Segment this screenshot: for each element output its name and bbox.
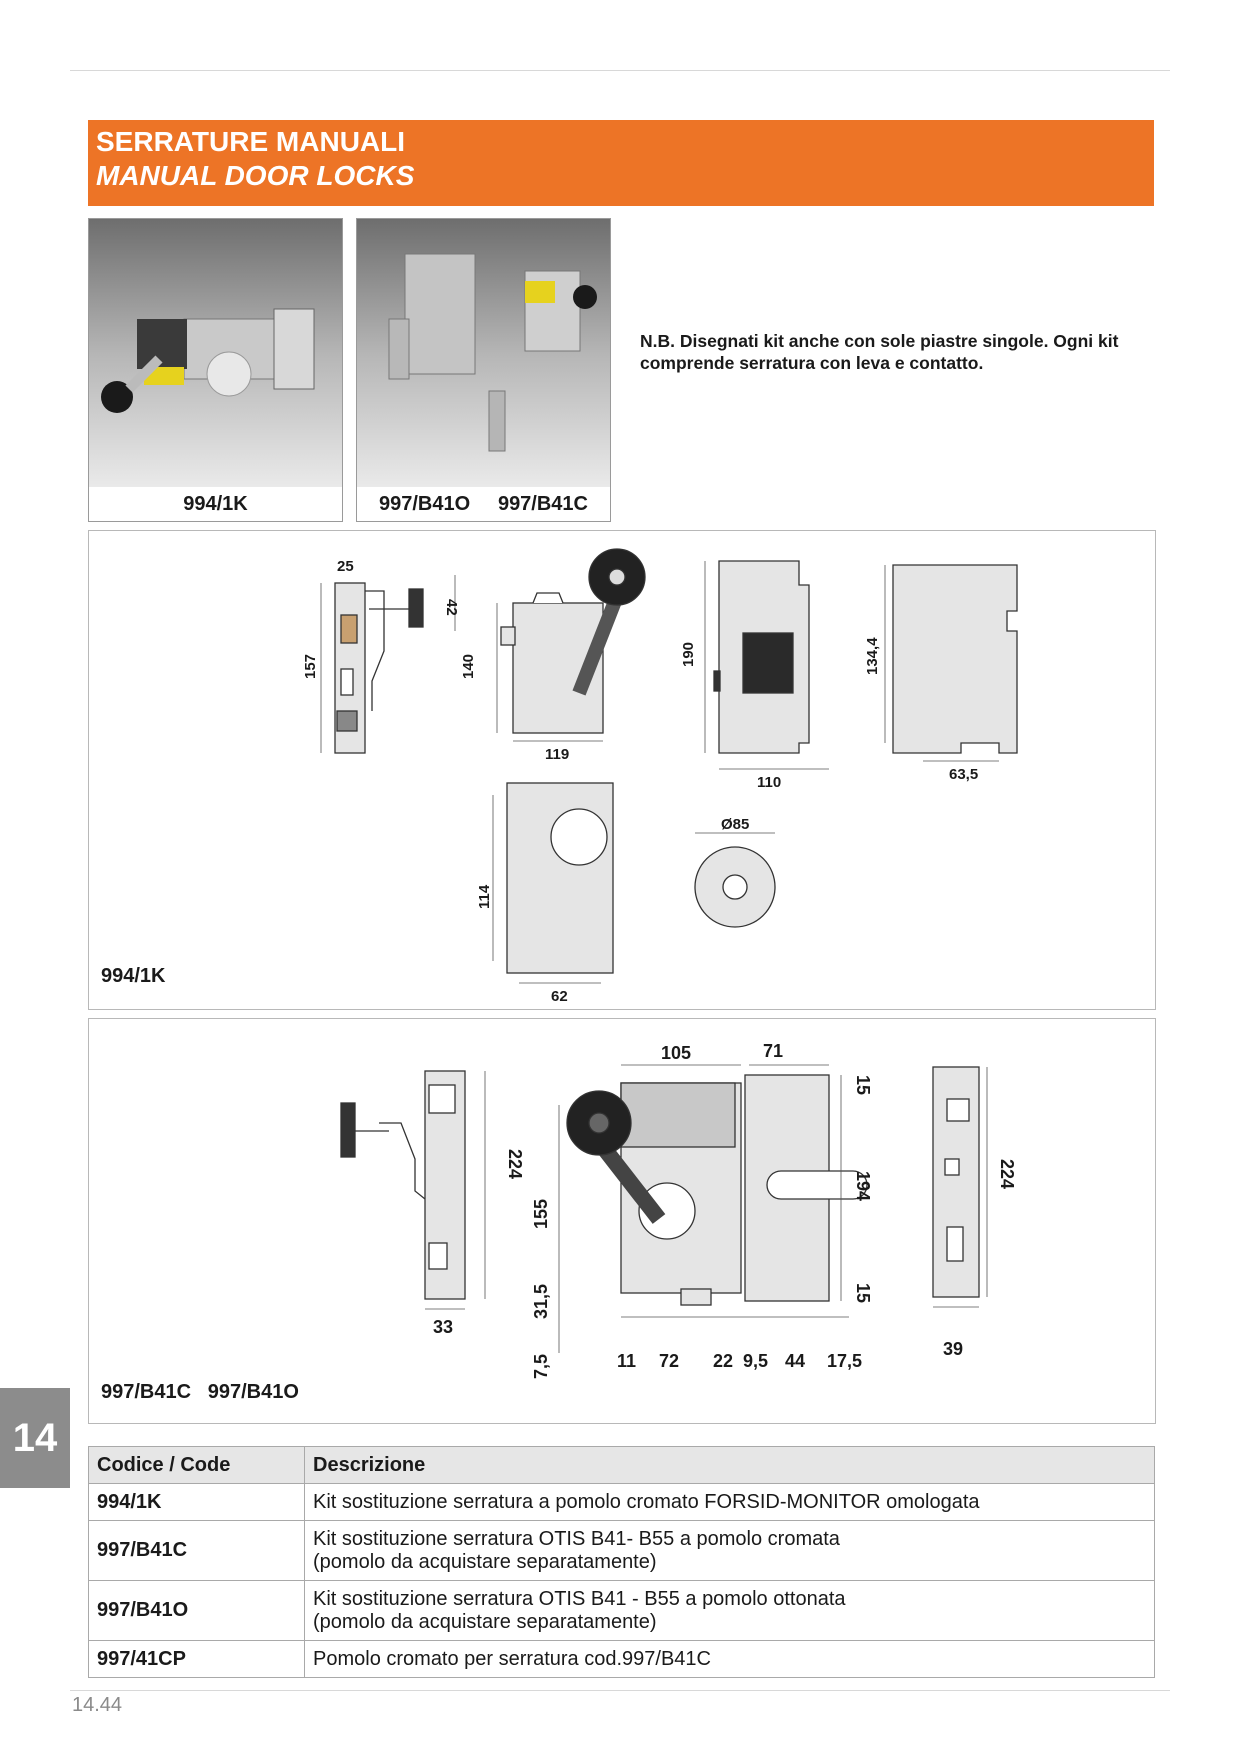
table-cell-code: 997/B41C: [88, 1520, 305, 1581]
dim-label: 71: [763, 1041, 783, 1061]
description-line: (pomolo da acquistare separatamente): [313, 1550, 657, 1573]
title-english: MANUAL DOOR LOCKS: [96, 160, 415, 191]
title-italian: SERRATURE MANUALI: [96, 126, 406, 157]
column-header-code: Codice / Code: [88, 1446, 305, 1484]
dim-label: Ø85: [721, 816, 749, 833]
table-row: 997/41CP Pomolo cromato per serratura co…: [88, 1640, 1155, 1678]
description-line: Pomolo cromato per serratura cod.997/B41…: [313, 1647, 711, 1670]
table-cell-code: 994/1K: [88, 1483, 305, 1521]
dim-label: 15: [853, 1283, 873, 1303]
dim-label: 110: [757, 774, 781, 791]
dim-label: 11: [617, 1351, 636, 1371]
table-cell-code: 997/41CP: [88, 1640, 305, 1678]
table-row: 997/B41C Kit sostituzione serratura OTIS…: [88, 1520, 1155, 1581]
lock-photo-illustration: [388, 253, 597, 452]
drawing-label: 994/1K: [101, 965, 166, 987]
top-rule: [70, 70, 1170, 71]
dim-label: 25: [337, 558, 354, 575]
column-header-description: Descrizione: [304, 1446, 1155, 1484]
dim-label: 194: [853, 1171, 873, 1201]
technical-drawing-997-b41: 224 33 105 71 15 194 15 155 31,5 7,5 11 …: [340, 1041, 1017, 1379]
note-text: N.B. Disegnati kit anche con sole piastr…: [640, 331, 1119, 373]
dim-label: 140: [460, 654, 477, 679]
dim-label: 15: [853, 1075, 873, 1095]
dim-label: 42: [443, 599, 460, 616]
spec-table: Codice / Code Descrizione 994/1K Kit sos…: [88, 1446, 1155, 1678]
technical-drawing-994-1k: 25 42 157 140 119 190 110 134,4 63,5 114…: [302, 548, 1018, 1005]
dim-label: 114: [476, 884, 493, 909]
photo-994-1k: 994/1K: [88, 218, 343, 522]
table-row: 997/B41O Kit sostituzione serratura OTIS…: [88, 1580, 1155, 1641]
bottom-rule: [70, 1690, 1170, 1691]
dim-label: 63,5: [949, 766, 978, 783]
dim-label: 157: [302, 654, 319, 679]
dim-label: 9,5: [743, 1351, 768, 1371]
dim-label: 190: [680, 642, 697, 667]
dim-label: 224: [997, 1159, 1017, 1189]
drawing-box-994-1k: 25 42 157 140 119 190 110 134,4 63,5 114…: [88, 530, 1156, 1010]
photo-caption: 997/B41O 997/B41C: [357, 487, 610, 521]
photo-caption: 994/1K: [89, 487, 342, 521]
table-cell-code: 997/B41O: [88, 1580, 305, 1641]
section-header: SERRATURE MANUALI MANUAL DOOR LOCKS: [88, 120, 1154, 206]
table-cell-description: Pomolo cromato per serratura cod.997/B41…: [304, 1640, 1155, 1678]
description-line: Kit sostituzione serratura OTIS B41- B55…: [313, 1527, 840, 1550]
table-row: 994/1K Kit sostituzione serratura a pomo…: [88, 1483, 1155, 1521]
dim-label: 119: [545, 746, 569, 763]
dim-label: 7,5: [531, 1354, 551, 1379]
description-line: Kit sostituzione serratura a pomolo crom…: [313, 1490, 980, 1513]
drawing-label: 997/B41C 997/B41O: [101, 1381, 299, 1403]
dim-label: 39: [943, 1339, 963, 1359]
dim-label: 224: [505, 1149, 525, 1179]
description-line: Kit sostituzione serratura OTIS B41 - B5…: [313, 1587, 846, 1610]
dim-label: 134,4: [864, 637, 881, 675]
table-cell-description: Kit sostituzione serratura OTIS B41- B55…: [304, 1520, 1155, 1581]
description-line: (pomolo da acquistare separatamente): [313, 1610, 657, 1633]
table-header-row: Codice / Code Descrizione: [88, 1446, 1155, 1484]
dim-label: 105: [661, 1043, 691, 1063]
table-cell-description: Kit sostituzione serratura OTIS B41 - B5…: [304, 1580, 1155, 1641]
dim-label: 155: [531, 1199, 551, 1229]
drawing-box-997-b41: 224 33 105 71 15 194 15 155 31,5 7,5 11 …: [88, 1018, 1156, 1424]
section-tab: 14: [0, 1388, 70, 1488]
table-cell-description: Kit sostituzione serratura a pomolo crom…: [304, 1483, 1155, 1521]
dim-label: 44: [785, 1351, 805, 1371]
dim-label: 31,5: [531, 1284, 551, 1319]
dim-label: 72: [659, 1351, 679, 1371]
photo-997-b41: 997/B41O 997/B41C: [356, 218, 611, 522]
page-number: 14.44: [72, 1694, 123, 1716]
dim-label: 62: [551, 988, 568, 1005]
dim-label: 22: [713, 1351, 733, 1371]
lock-photo-illustration: [101, 308, 315, 413]
dim-label: 33: [433, 1317, 453, 1337]
dim-label: 17,5: [827, 1351, 862, 1371]
